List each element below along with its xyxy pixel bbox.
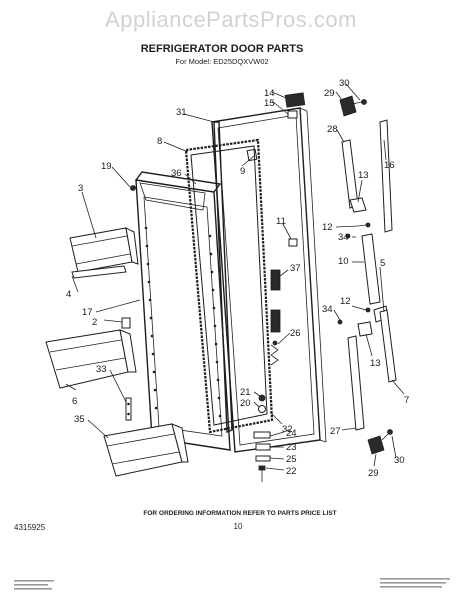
outer-door-panel (211, 107, 327, 453)
callout-2: 2 (92, 317, 97, 328)
callout-12-upper: 12 (322, 222, 333, 233)
handle-strip (379, 119, 393, 233)
callout-20: 20 (240, 398, 251, 409)
callout-35: 35 (74, 414, 85, 425)
door-shelf-bin-upper (45, 329, 137, 389)
callout-10: 10 (338, 256, 349, 267)
dairy-compartment-door (69, 227, 139, 273)
callout-labels: 14 15 29 30 31 8 9 28 16 13 36 19 3 11 1… (66, 78, 409, 479)
callout-6: 6 (72, 396, 77, 407)
dairy-rail (71, 265, 127, 279)
shelf-retainer-bracket (125, 397, 132, 421)
callout-30-lower: 30 (394, 455, 405, 466)
callout-9: 9 (240, 166, 245, 177)
callout-21: 21 (240, 387, 251, 398)
callout-28: 28 (327, 124, 338, 135)
callout-3: 3 (78, 183, 83, 194)
bottom-hinge-stack (253, 394, 271, 482)
callout-19: 19 (101, 161, 112, 172)
handle-mount-screw-upper (345, 233, 351, 239)
callout-24: 24 (286, 428, 297, 439)
model-line: For Model: ED25DQXVW02 (175, 57, 268, 66)
ordering-note: FOR ORDERING INFORMATION REFER TO PARTS … (143, 510, 336, 517)
handle-end-cap-upper (349, 197, 367, 213)
handle-trim-lower (347, 335, 365, 431)
door-trim-strip (213, 121, 233, 434)
leader-lines (65, 83, 405, 471)
callout-33: 33 (96, 364, 107, 375)
callout-13-upper: 13 (358, 170, 369, 181)
callout-11: 11 (276, 216, 286, 227)
callout-23: 23 (286, 442, 297, 453)
handle-trim-upper (341, 139, 359, 209)
fine-print-marks (14, 578, 450, 590)
page-number: 10 (234, 522, 243, 531)
door-liner (135, 171, 231, 451)
callout-4: 4 (66, 289, 71, 300)
handle-end-cap-lower (357, 321, 373, 337)
handle-mount-screw-lower (337, 319, 343, 325)
callout-7: 7 (404, 395, 409, 406)
door-handle (361, 233, 381, 305)
door-stop-clip (288, 238, 298, 247)
door-gasket (184, 138, 274, 434)
handle-strip-lower (379, 309, 397, 383)
callout-13-lower: 13 (370, 358, 381, 369)
callout-15: 15 (264, 98, 275, 109)
door-insulation-pads (270, 269, 281, 333)
callout-29: 29 (324, 88, 335, 99)
top-hinge-assembly (339, 95, 367, 117)
callout-34-upper: 34 (338, 232, 349, 243)
diagram-title: REFRIGERATOR DOOR PARTS (141, 43, 304, 55)
callout-26: 26 (290, 328, 301, 339)
callout-5: 5 (380, 258, 385, 269)
callout-36: 36 (171, 168, 182, 179)
callout-37: 37 (290, 263, 301, 274)
callout-8: 8 (157, 136, 162, 147)
door-shelf-bin-lower (103, 423, 189, 477)
door-closer-spring (270, 340, 279, 366)
callout-12-lower: 12 (340, 296, 351, 307)
handle-screw-upper (357, 222, 371, 228)
callout-25: 25 (286, 454, 297, 465)
top-hinge-cover (284, 92, 306, 119)
callout-16: 16 (384, 160, 395, 171)
callout-29-lower: 29 (368, 468, 379, 479)
callout-31: 31 (176, 107, 187, 118)
watermark: AppliancePartsPros.com (105, 7, 357, 32)
callout-22: 22 (286, 466, 297, 477)
bottom-hinge-assembly (367, 429, 393, 455)
screw (130, 185, 136, 191)
callout-14: 14 (264, 88, 275, 99)
callout-32: 32 (282, 424, 293, 435)
callout-34-lower: 34 (322, 304, 333, 315)
dairy-hinge-pin (121, 317, 131, 329)
document-number: 4315925 (14, 523, 46, 532)
callout-27: 27 (330, 426, 341, 437)
callout-17: 17 (82, 307, 93, 318)
callout-30: 30 (339, 78, 350, 89)
